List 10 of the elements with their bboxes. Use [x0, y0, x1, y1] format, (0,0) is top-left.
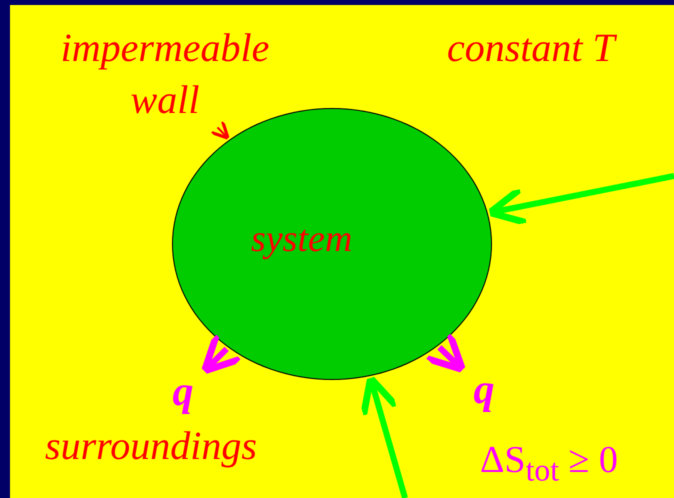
arrow [360, 374, 408, 498]
heat-label: q [163, 365, 203, 420]
arrow [486, 173, 674, 226]
condition-label: constant T [447, 24, 615, 72]
leader-line [210, 120, 230, 140]
system-label: system [251, 217, 352, 262]
entropy-formula: ΔS$_{tot}$ ≥ 0 [480, 438, 618, 490]
wall-label: impermeable wall [40, 22, 290, 126]
surroundings-label: surroundings [45, 422, 257, 470]
heat-label: q [464, 363, 504, 418]
